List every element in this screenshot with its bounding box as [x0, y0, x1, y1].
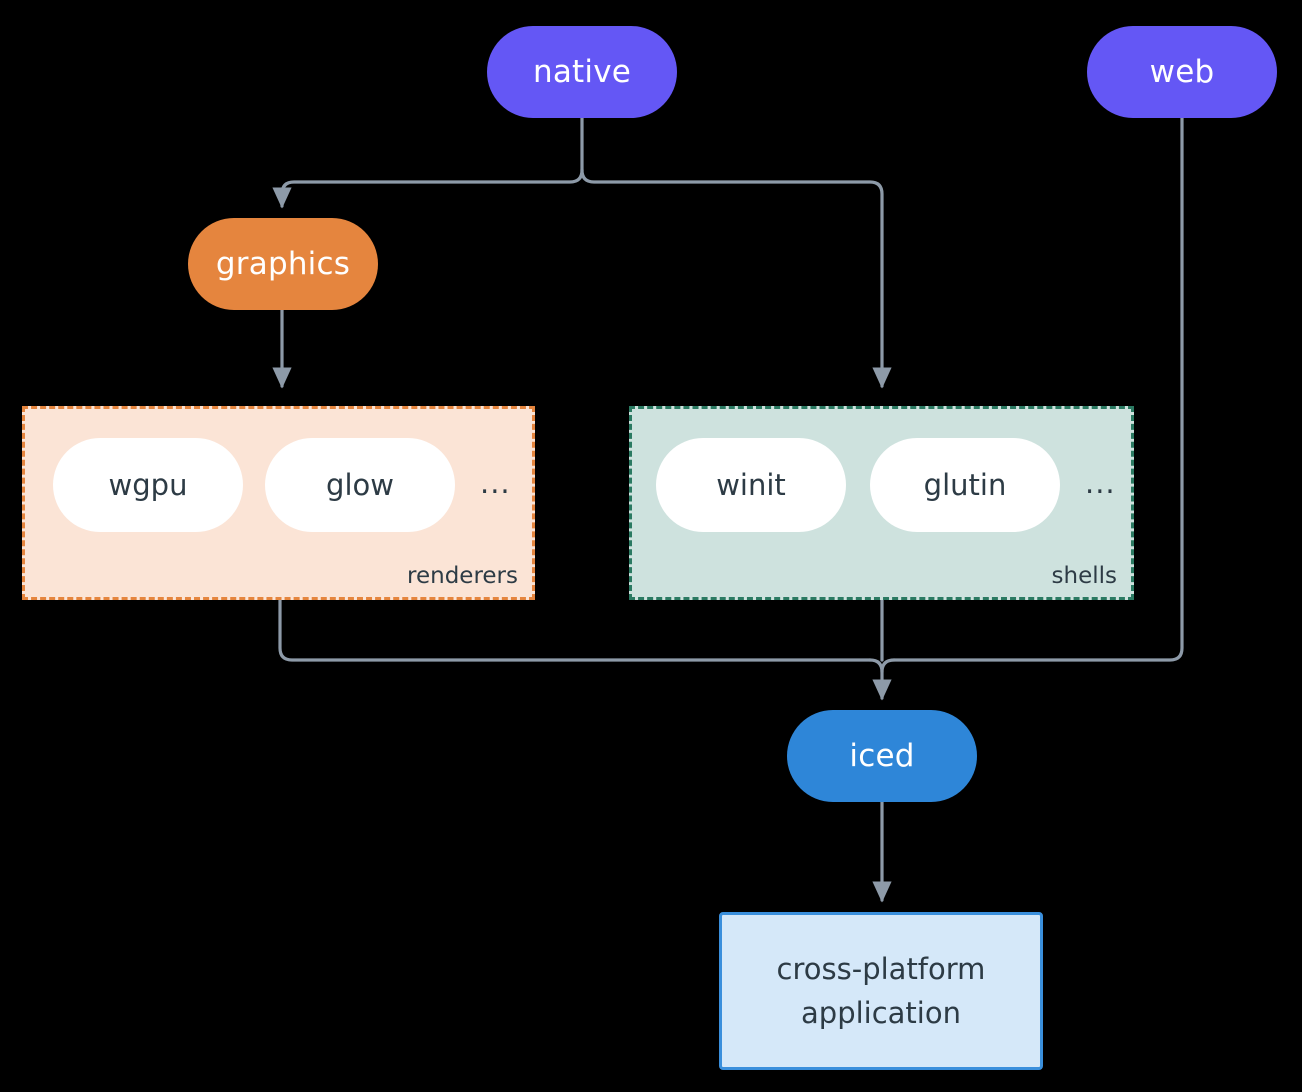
node-glow-label: glow: [326, 468, 394, 502]
shells-overflow-ellipsis: ...: [1085, 466, 1116, 500]
edge-renderers-to-iced: [278, 598, 872, 662]
edge-merge-right-curve: [880, 658, 896, 674]
node-app-label-line1: cross-platform: [776, 951, 986, 986]
cluster-renderers[interactable]: wgpu glow ... renderers: [22, 406, 535, 600]
node-native-label: native: [532, 53, 632, 90]
node-wgpu[interactable]: wgpu: [53, 438, 243, 532]
node-cross-platform-application[interactable]: cross-platform application: [719, 912, 1043, 1070]
node-winit[interactable]: winit: [656, 438, 846, 532]
node-web[interactable]: web: [1087, 26, 1277, 118]
renderers-overflow-ellipsis: ...: [480, 466, 511, 500]
cluster-shells[interactable]: winit glutin ... shells: [629, 406, 1134, 600]
node-wgpu-label: wgpu: [108, 468, 188, 502]
node-app-label-line2: application: [801, 996, 961, 1030]
node-iced-label: iced: [849, 737, 915, 774]
node-graphics[interactable]: graphics: [188, 218, 378, 310]
node-native[interactable]: native: [487, 26, 677, 118]
node-winit-label: winit: [716, 468, 786, 502]
cluster-renderers-label: renderers: [407, 563, 518, 589]
node-glutin-label: glutin: [923, 468, 1007, 502]
edge-native-to-shells: [580, 168, 892, 389]
edge-merge-to-iced: [868, 658, 892, 701]
node-web-label: web: [1149, 53, 1215, 90]
edge-native-to-graphics: [272, 168, 584, 209]
cluster-shells-label: shells: [1051, 563, 1117, 589]
node-graphics-label: graphics: [215, 245, 351, 282]
node-iced[interactable]: iced: [787, 710, 977, 802]
node-glutin[interactable]: glutin: [870, 438, 1060, 532]
node-glow[interactable]: glow: [265, 438, 455, 532]
